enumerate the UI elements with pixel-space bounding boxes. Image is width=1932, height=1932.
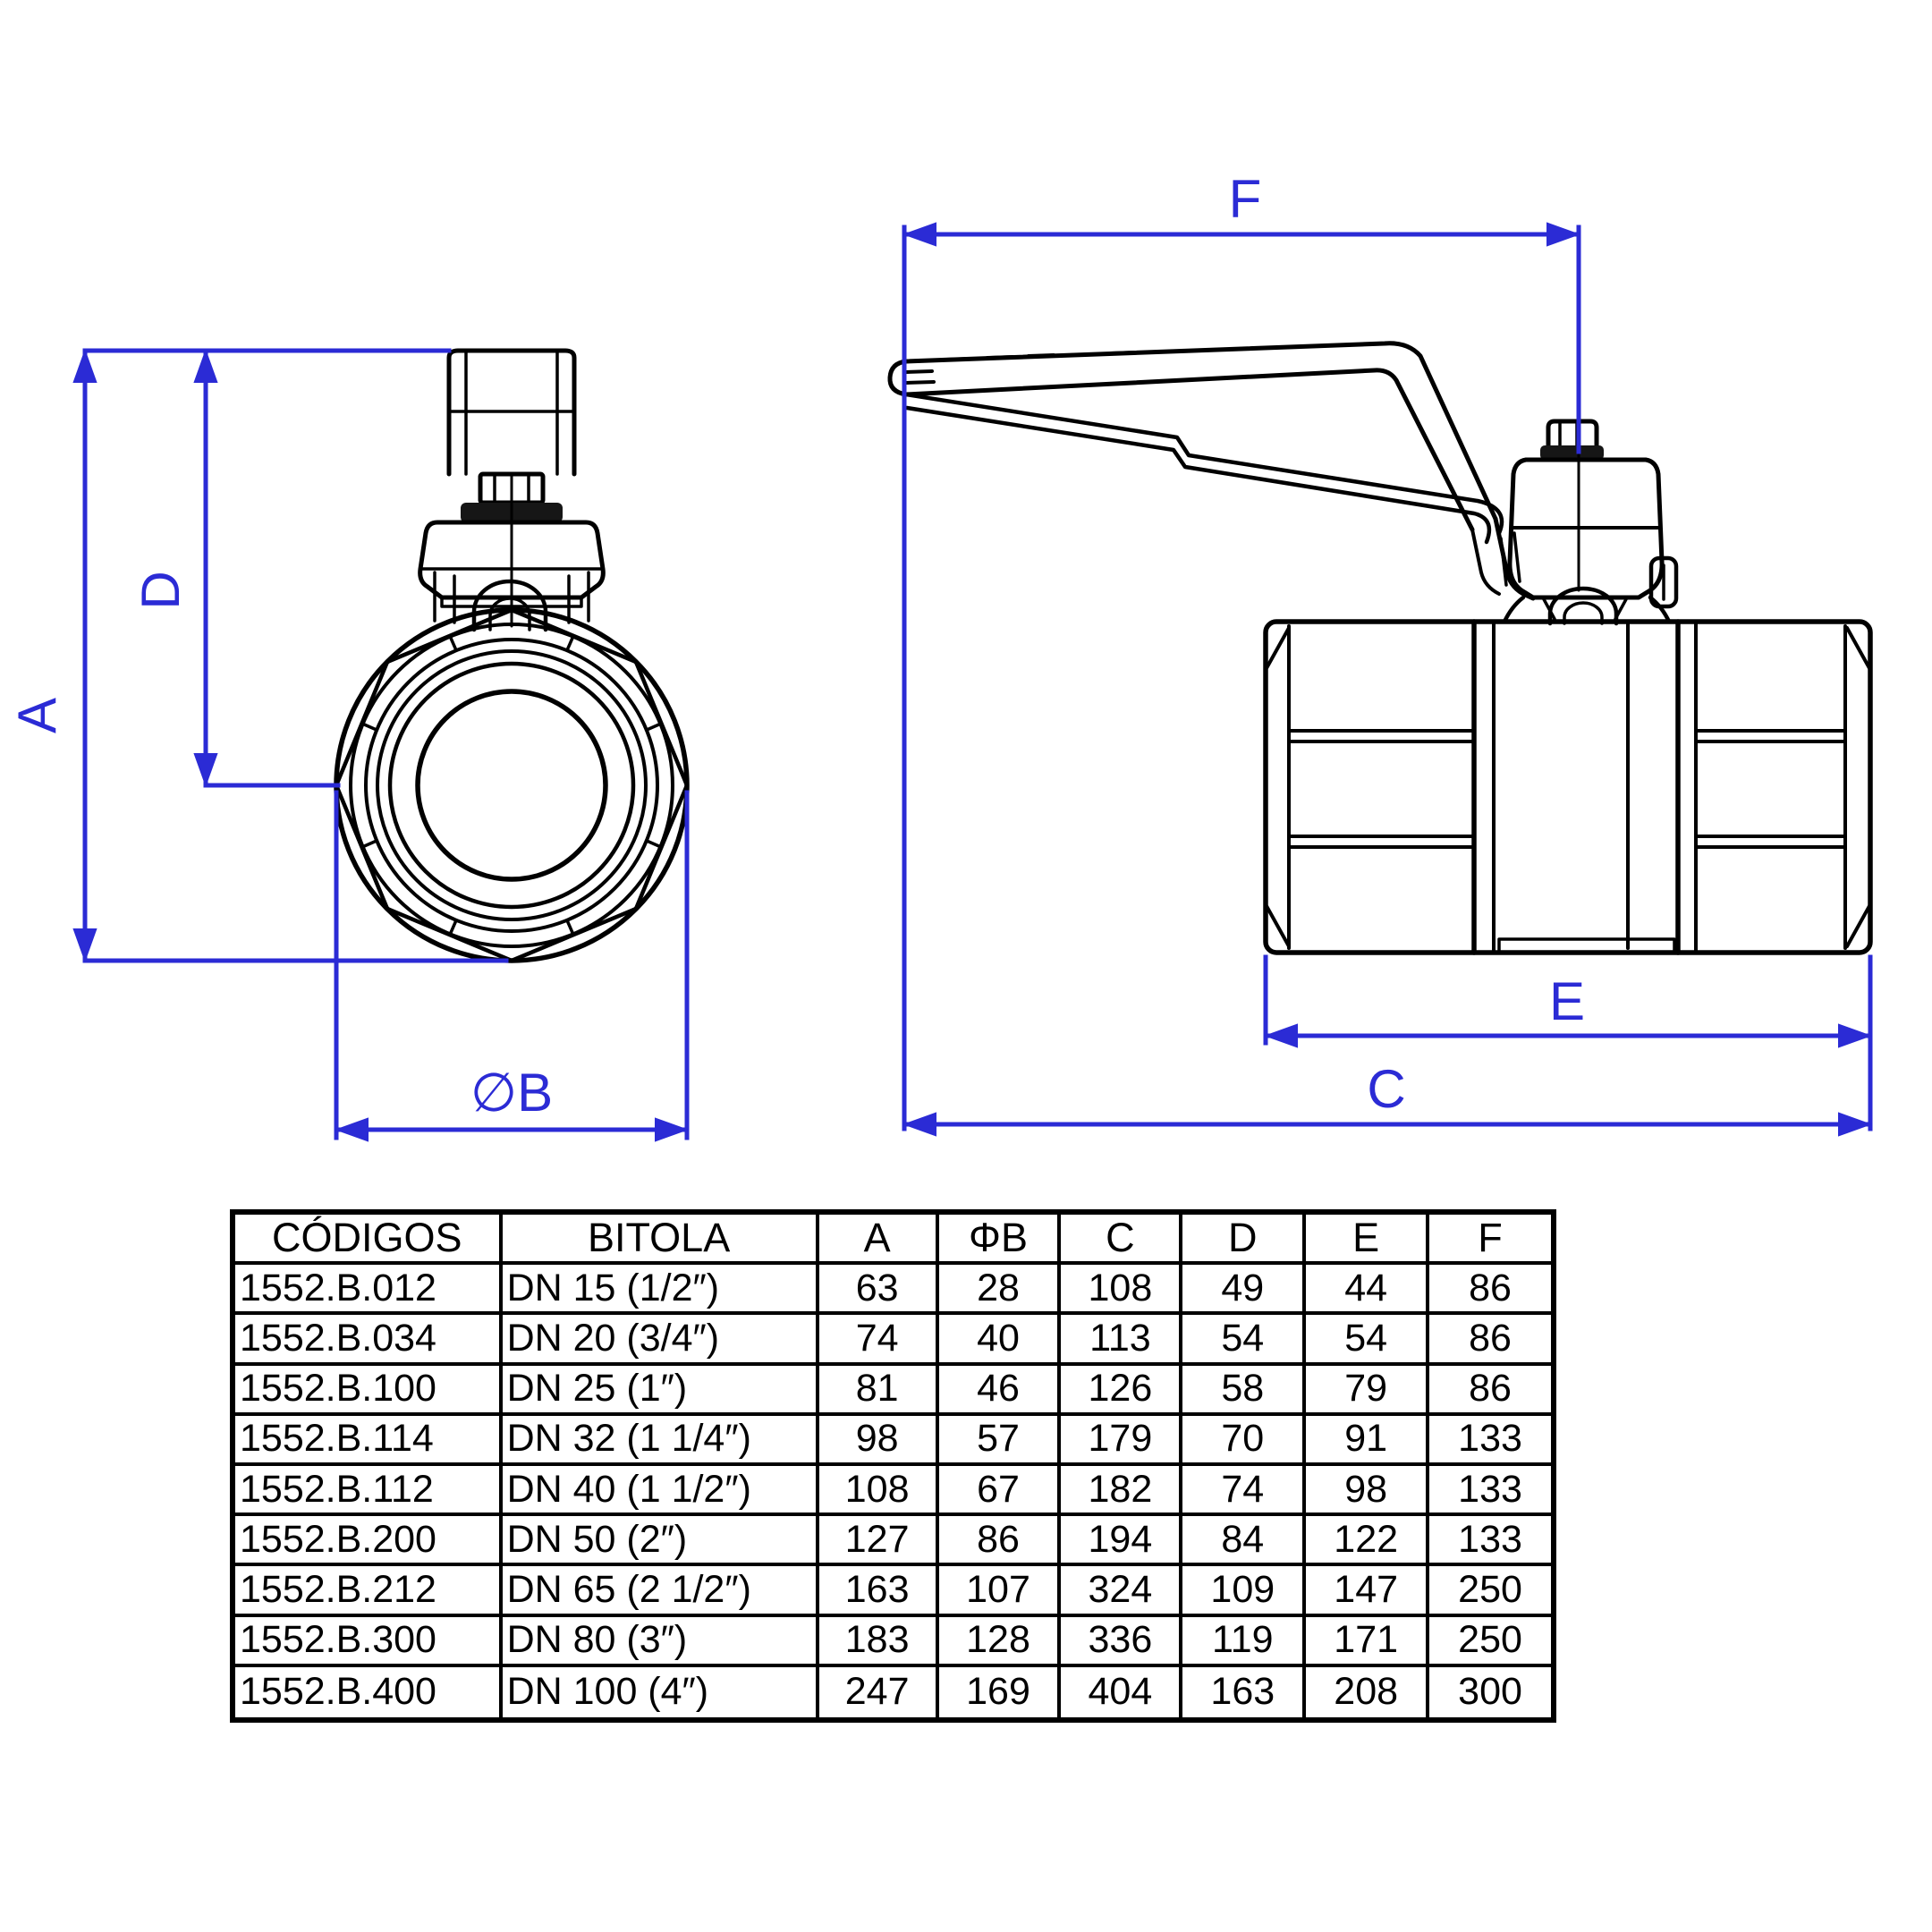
- table-cell: DN 25 (1″): [502, 1365, 819, 1416]
- table-cell: 250: [1429, 1566, 1551, 1617]
- dim-label-C: C: [1367, 1059, 1405, 1119]
- table-cell: 179: [1061, 1415, 1183, 1466]
- table-cell: 91: [1306, 1415, 1430, 1466]
- table-cell: DN 32 (1 1/4″): [502, 1415, 819, 1466]
- table-cell: 1552.B.114: [235, 1415, 503, 1466]
- table-cell: 58: [1182, 1365, 1307, 1416]
- table-cell: 1552.B.300: [235, 1616, 503, 1667]
- table-cell: 169: [939, 1666, 1062, 1717]
- dimension-annotations: [72, 222, 1873, 1142]
- table-cell: 1552.B.200: [235, 1516, 503, 1567]
- table-cell: 67: [938, 1466, 1062, 1517]
- table-cell: 74: [1182, 1466, 1307, 1517]
- table-cell: 107: [938, 1566, 1062, 1617]
- table-header-cell: E: [1306, 1215, 1430, 1266]
- handle-serrations: [904, 351, 1138, 385]
- table-cell: 63: [818, 1265, 939, 1316]
- table-cell: DN 40 (1 1/2″): [502, 1466, 819, 1517]
- table-cell: 1552.B.100: [235, 1365, 503, 1416]
- table-cell: 163: [1182, 1666, 1307, 1717]
- table-header-cell: D: [1182, 1215, 1307, 1266]
- table-cell: 70: [1182, 1415, 1307, 1466]
- dim-label-B: ∅B: [470, 1063, 553, 1123]
- table-header-cell: F: [1429, 1215, 1551, 1266]
- table-cell: 1552.B.400: [235, 1666, 503, 1717]
- table-cell: DN 80 (3″): [502, 1616, 819, 1667]
- side-view: [887, 341, 1873, 955]
- table-header-cell: A: [818, 1215, 939, 1266]
- table-cell: DN 100 (4″): [503, 1666, 819, 1717]
- table-cell: 404: [1061, 1666, 1183, 1717]
- table-cell: DN 15 (1/2″): [502, 1265, 819, 1316]
- table-cell: 1552.B.212: [235, 1566, 503, 1617]
- table-cell: 250: [1429, 1617, 1551, 1667]
- table-cell: 194: [1061, 1516, 1183, 1567]
- table-cell: 300: [1458, 1670, 1522, 1714]
- table-cell: 336: [1061, 1616, 1183, 1667]
- table-cell: 182: [1061, 1466, 1183, 1517]
- table-cell: 54: [1306, 1315, 1430, 1366]
- dimension-labels: A D ∅B F E C: [7, 169, 1585, 1123]
- table-cell: 108: [1061, 1265, 1183, 1316]
- table-cell: 183: [818, 1616, 939, 1667]
- table-header-cell: CÓDIGOS: [235, 1215, 503, 1266]
- dim-label-F: F: [1229, 169, 1262, 229]
- table-cell: DN 50 (2″): [502, 1516, 819, 1567]
- table-cell: 133: [1429, 1466, 1551, 1517]
- table-cell: 1552.B.034: [235, 1315, 503, 1366]
- table-cell: 1552.B.012: [235, 1265, 503, 1316]
- table-cell: 163: [818, 1566, 939, 1617]
- table-cell: 1552.B.112: [235, 1466, 503, 1517]
- dim-label-E: E: [1549, 971, 1585, 1031]
- table-cell: 86: [938, 1516, 1062, 1567]
- table-cell: 46: [938, 1365, 1062, 1416]
- table-cell: 133: [1429, 1416, 1551, 1466]
- table-cell: 126: [1061, 1365, 1183, 1416]
- table-cell: 28: [938, 1265, 1062, 1316]
- table-cell: 122: [1306, 1516, 1430, 1567]
- table-cell: 98: [818, 1415, 939, 1466]
- table-cell: 208: [1306, 1666, 1430, 1717]
- front-view: [334, 348, 690, 963]
- table-cell: 171: [1306, 1616, 1430, 1667]
- table-cell: 108: [818, 1466, 939, 1517]
- table-header-cell: C: [1061, 1215, 1183, 1266]
- table-cell: 84: [1182, 1516, 1307, 1567]
- table-cell: 98: [1306, 1466, 1430, 1517]
- table-cell: 40: [938, 1315, 1062, 1366]
- dim-label-D: D: [131, 571, 191, 609]
- dimension-table: CÓDIGOS BITOLA A ΦB C D E F 1552.B.012 D…: [230, 1209, 1556, 1723]
- table-cell: 119: [1182, 1616, 1307, 1667]
- table-cell: 44: [1306, 1265, 1430, 1316]
- table-cell: 86: [1429, 1265, 1551, 1316]
- table-cell: 128: [938, 1616, 1062, 1667]
- table-cell: 57: [938, 1415, 1062, 1466]
- table-cell: 74: [818, 1315, 939, 1366]
- table-header-cell: BITOLA: [502, 1215, 819, 1266]
- table-cell: 81: [818, 1365, 939, 1416]
- table-cell: DN 65 (2 1/2″): [502, 1566, 819, 1617]
- table-cell: 54: [1182, 1315, 1307, 1366]
- table-cell: 86: [1429, 1366, 1551, 1416]
- table-cell: 109: [1182, 1566, 1307, 1617]
- table-cell: 147: [1306, 1566, 1430, 1617]
- table-cell: DN 20 (3/4″): [502, 1315, 819, 1366]
- table-cell: 79: [1306, 1365, 1430, 1416]
- table-cell: 133: [1429, 1516, 1551, 1567]
- table-cell: 247: [819, 1666, 939, 1717]
- table-cell: 113: [1061, 1315, 1183, 1366]
- hex-corner-ticks: [360, 634, 663, 936]
- dim-label-A: A: [7, 698, 67, 733]
- table-cell: 49: [1182, 1265, 1307, 1316]
- table-header-cell: ΦB: [938, 1215, 1062, 1266]
- table-cell: 324: [1061, 1566, 1183, 1617]
- table-cell: 86: [1429, 1315, 1551, 1366]
- table-cell: 127: [818, 1516, 939, 1567]
